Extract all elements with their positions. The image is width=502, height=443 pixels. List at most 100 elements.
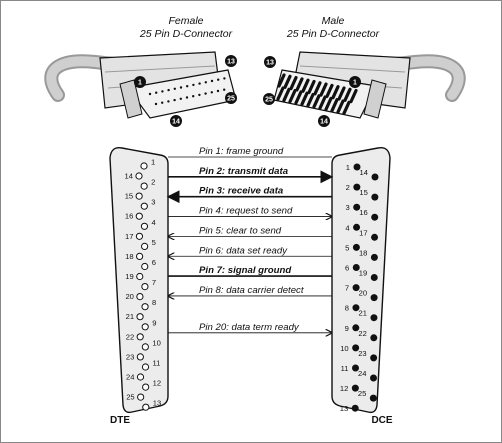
dte-pin-number-10: 10: [152, 338, 160, 347]
dce-pin-number-8: 8: [345, 304, 349, 313]
signal-row-3: Pin 3: receive data: [166, 186, 332, 204]
dce-pin-number-10: 10: [340, 344, 348, 353]
dte-hole-23: [136, 353, 144, 361]
male-callout-13: 13: [264, 56, 276, 68]
dce-pin-1: [353, 163, 361, 171]
dte-hole-6: [141, 262, 149, 271]
dte-pin-number-14: 14: [125, 172, 133, 181]
dce-pin-number-16: 16: [359, 208, 367, 217]
svg-text:14: 14: [172, 119, 180, 126]
dte-hole-18: [136, 252, 144, 260]
dte-hole-1: [140, 162, 148, 170]
female-connector: Female 25 Pin D-Connector 1 13 25 14: [44, 15, 237, 127]
dce-pin-19: [370, 274, 378, 281]
dce-pin-24: [370, 374, 377, 382]
svg-text:25: 25: [265, 97, 273, 104]
dte-pin-number-8: 8: [152, 298, 156, 307]
dte-connector-face: [109, 147, 169, 414]
dte-hole-22: [136, 333, 144, 341]
signal-label: Pin 8: data carrier detect: [199, 285, 304, 296]
dte-hole-8: [141, 303, 149, 311]
dce-pin-number-2: 2: [346, 183, 350, 192]
female-callout-13: 13: [225, 55, 237, 67]
signal-label: Pin 1: frame ground: [199, 146, 284, 157]
dce-pin-number-13: 13: [340, 404, 348, 413]
male-callout-1: 1: [349, 76, 361, 88]
svg-text:13: 13: [227, 59, 235, 66]
dce-pin-number-5: 5: [345, 243, 349, 252]
signal-row-4: Pin 4: request to send: [168, 206, 332, 217]
dce-pin-number-7: 7: [345, 284, 349, 293]
dce-pin-23: [370, 354, 378, 362]
dce-pin-layout: 1234567891011121314151617181920212223242…: [340, 163, 379, 413]
dte-pin-number-6: 6: [152, 258, 156, 267]
dte-pin-number-23: 23: [126, 352, 134, 361]
dce-pin-number-6: 6: [345, 264, 349, 273]
dte-pin-number-12: 12: [153, 379, 161, 388]
dce-pin-4: [353, 223, 361, 231]
dce-label: DCE: [371, 415, 392, 426]
signal-row-8: Pin 8: data carrier detect: [168, 285, 332, 296]
dte-pin-number-4: 4: [151, 218, 155, 227]
dte-hole-11: [141, 363, 150, 371]
dce-pin-number-22: 22: [358, 329, 366, 338]
dte-pin-number-13: 13: [153, 399, 161, 408]
dce-pin-3: [353, 203, 361, 211]
dce-pin-number-11: 11: [341, 364, 349, 373]
dte-pin-number-18: 18: [125, 252, 133, 261]
dte-pin-number-1: 1: [151, 158, 155, 167]
dte-pin-number-19: 19: [125, 272, 133, 281]
dte-hole-7: [141, 283, 149, 291]
dte-hole-3: [140, 202, 148, 210]
dte-hole-25: [137, 393, 145, 401]
dce-pin-10: [352, 344, 360, 352]
dce-pin-21: [370, 314, 378, 322]
dce-pin-number-1: 1: [346, 163, 350, 172]
dte-hole-24: [136, 373, 145, 381]
dte-pin-number-24: 24: [126, 373, 134, 382]
male-caption-line1: Male: [322, 15, 345, 27]
dce-pin-9: [352, 324, 360, 332]
female-caption-line2: 25 Pin D-Connector: [139, 28, 233, 40]
dte-hole-15: [135, 192, 143, 200]
dte-hole-12: [142, 383, 150, 391]
male-callout-14: 14: [318, 115, 330, 127]
dce-pin-number-4: 4: [345, 223, 349, 232]
dce-pin-18: [370, 253, 378, 261]
signal-row-7: Pin 7: signal ground: [168, 265, 332, 277]
signal-label: Pin 6: data set ready: [199, 245, 288, 256]
dte-hole-17: [135, 232, 144, 240]
dce-pin-25: [369, 394, 377, 402]
dce-pin-11: [352, 364, 359, 372]
dce-pin-number-24: 24: [358, 369, 366, 378]
dte-pin-number-7: 7: [152, 278, 156, 287]
svg-text:1: 1: [353, 80, 357, 87]
dce-pin-number-20: 20: [359, 289, 367, 298]
dce-pin-number-21: 21: [358, 309, 366, 318]
dte-pin-number-9: 9: [152, 318, 156, 327]
dce-pin-15: [371, 193, 379, 201]
signal-label: Pin 4: request to send: [199, 206, 293, 217]
dce-pin-number-18: 18: [359, 248, 367, 257]
dce-pin-2: [353, 183, 361, 191]
dte-pin-number-15: 15: [125, 192, 133, 201]
dce-pin-7: [352, 284, 360, 292]
signal-row-2: Pin 2: transmit data: [168, 166, 334, 184]
female-caption-line1: Female: [168, 15, 203, 27]
female-callout-25: 25: [225, 92, 237, 104]
signal-row-1: Pin 1: frame ground: [168, 146, 332, 158]
dce-pin-5: [352, 243, 360, 251]
dte-pin-number-22: 22: [126, 332, 134, 341]
dce-pin-6: [352, 264, 360, 271]
dce-pin-number-15: 15: [359, 188, 367, 197]
signal-label: Pin 2: transmit data: [199, 166, 289, 177]
dte-hole-21: [136, 313, 144, 321]
dce-pin-8: [352, 304, 360, 312]
dce-pin-20: [370, 294, 378, 302]
dce-pin-13: [351, 404, 359, 412]
dte-hole-4: [140, 222, 149, 230]
dte-pin-layout: 1234567891011121314151617181920212223242…: [125, 158, 161, 411]
male-connector: Male 25 Pin D-Connector 13 1 25 14: [263, 15, 466, 127]
